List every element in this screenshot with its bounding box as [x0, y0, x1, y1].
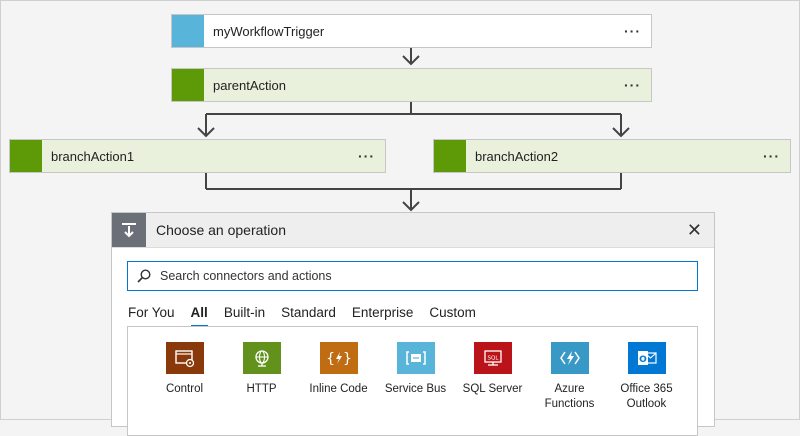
- connector-label: SQL Server: [462, 383, 523, 395]
- connector-label: HTTP: [246, 383, 277, 395]
- search-input[interactable]: [158, 268, 682, 284]
- connector-http[interactable]: HTTP: [223, 342, 300, 412]
- connectors-grid: Control HTTP { }: [127, 326, 698, 436]
- action-swatch: [434, 140, 466, 172]
- choose-operation-panel: Choose an operation ✕ For You All Built-…: [111, 212, 715, 436]
- parent-action-card[interactable]: parentAction ···: [171, 68, 652, 102]
- tab-enterprise[interactable]: Enterprise: [351, 305, 414, 320]
- more-options-icon[interactable]: ···: [358, 148, 375, 164]
- connector-label: Control: [165, 383, 204, 395]
- connector-label: Inline Code: [309, 383, 368, 395]
- code-braces-icon: { }: [319, 342, 358, 374]
- more-options-icon[interactable]: ···: [763, 148, 780, 164]
- globe-icon: [242, 342, 281, 374]
- branch-action-1-card[interactable]: branchAction1 ···: [9, 139, 386, 173]
- action-swatch: [172, 69, 204, 101]
- action-swatch: [10, 140, 42, 172]
- sql-server-icon: SQL: [473, 342, 512, 374]
- flow-connectors: [197, 47, 630, 212]
- tab-custom[interactable]: Custom: [429, 305, 476, 320]
- search-icon: [137, 269, 151, 283]
- outlook-icon: O: [627, 342, 666, 374]
- tab-for-you[interactable]: For You: [128, 305, 175, 320]
- branch-action-2-card[interactable]: branchAction2 ···: [433, 139, 791, 173]
- trigger-swatch: [172, 15, 204, 47]
- add-step-icon: [112, 213, 146, 247]
- connector-azure-functions[interactable]: Azure Functions: [531, 342, 608, 412]
- connector-service-bus[interactable]: Service Bus: [377, 342, 454, 412]
- tab-all[interactable]: All: [190, 305, 209, 327]
- connector-label: Service Bus: [384, 383, 447, 395]
- tab-standard[interactable]: Standard: [281, 305, 336, 320]
- connector-sql-server[interactable]: SQL SQL Server: [454, 342, 531, 412]
- azure-functions-icon: [550, 342, 589, 374]
- connector-control[interactable]: Control: [146, 342, 223, 412]
- connector-inline-code[interactable]: { } Inline Code: [300, 342, 377, 412]
- svg-text:O: O: [639, 355, 647, 365]
- close-icon[interactable]: ✕: [686, 219, 702, 240]
- branch-action-1-label: branchAction1: [51, 148, 135, 164]
- parent-action-label: parentAction: [213, 77, 286, 93]
- more-options-icon[interactable]: ···: [624, 77, 641, 93]
- panel-header: Choose an operation ✕: [112, 213, 714, 248]
- workflow-trigger-card[interactable]: myWorkflowTrigger ···: [171, 14, 652, 48]
- panel-title: Choose an operation: [156, 222, 286, 238]
- connector-office-365-outlook[interactable]: O Office 365 Outlook: [608, 342, 685, 412]
- search-box[interactable]: [127, 261, 698, 291]
- connector-label: Office 365 Outlook: [620, 383, 673, 410]
- service-bus-icon: [396, 342, 435, 374]
- more-options-icon[interactable]: ···: [624, 23, 641, 39]
- control-icon: [165, 342, 204, 374]
- trigger-label: myWorkflowTrigger: [213, 23, 325, 39]
- svg-text:SQL: SQL: [487, 356, 499, 362]
- category-tabs: For You All Built-in Standard Enterprise…: [128, 305, 492, 327]
- connector-label: Azure Functions: [544, 383, 595, 410]
- branch-action-2-label: branchAction2: [475, 148, 559, 164]
- tab-built-in[interactable]: Built-in: [223, 305, 266, 320]
